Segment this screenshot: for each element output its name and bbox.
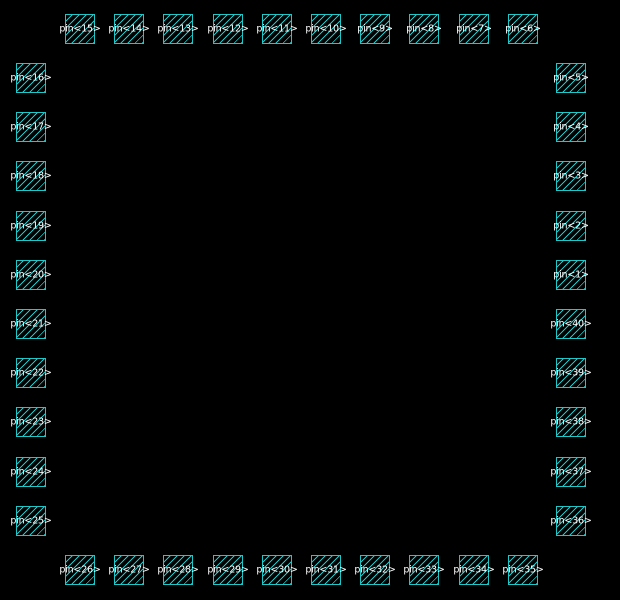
pin-pad-top-8[interactable]: pin<7> <box>456 14 492 44</box>
pin-pad-right-7[interactable]: pin<38> <box>550 407 592 437</box>
pin-pad-left-7[interactable]: pin<23> <box>10 407 52 437</box>
pin-label: pin<36> <box>550 515 592 527</box>
pin-pad-left-5[interactable]: pin<21> <box>10 309 52 339</box>
pin-label: pin<18> <box>10 170 52 182</box>
pin-pad-top-0[interactable]: pin<15> <box>59 14 101 44</box>
pin-pad-right-6[interactable]: pin<39> <box>550 358 592 388</box>
pin-pad-right-4[interactable]: pin<1> <box>553 260 589 290</box>
pin-pad-top-3[interactable]: pin<12> <box>207 14 249 44</box>
pin-label: pin<37> <box>550 466 592 478</box>
pin-pad-bottom-7[interactable]: pin<33> <box>403 555 445 585</box>
pin-label: pin<13> <box>157 23 199 35</box>
pin-pad-bottom-2[interactable]: pin<28> <box>157 555 199 585</box>
pin-label: pin<15> <box>59 23 101 35</box>
pin-label: pin<38> <box>550 416 592 428</box>
pin-label: pin<20> <box>10 269 52 281</box>
pin-label: pin<10> <box>305 23 347 35</box>
pin-label: pin<11> <box>256 23 298 35</box>
pin-label: pin<6> <box>505 23 541 35</box>
pin-label: pin<21> <box>10 318 52 330</box>
pin-pad-left-2[interactable]: pin<18> <box>10 161 52 191</box>
pin-label: pin<14> <box>108 23 150 35</box>
pin-pad-top-1[interactable]: pin<14> <box>108 14 150 44</box>
pin-label: pin<39> <box>550 367 592 379</box>
pin-pad-right-1[interactable]: pin<4> <box>553 112 589 142</box>
pin-label: pin<7> <box>456 23 492 35</box>
pin-label: pin<8> <box>406 23 442 35</box>
pin-pad-right-9[interactable]: pin<36> <box>550 506 592 536</box>
pin-label: pin<29> <box>207 564 249 576</box>
pin-pad-top-5[interactable]: pin<10> <box>305 14 347 44</box>
pin-pad-left-4[interactable]: pin<20> <box>10 260 52 290</box>
pin-pad-left-9[interactable]: pin<25> <box>10 506 52 536</box>
pin-label: pin<26> <box>59 564 101 576</box>
pin-pad-top-7[interactable]: pin<8> <box>406 14 442 44</box>
pin-pad-bottom-4[interactable]: pin<30> <box>256 555 298 585</box>
pin-pad-bottom-6[interactable]: pin<32> <box>354 555 396 585</box>
pin-pad-bottom-8[interactable]: pin<34> <box>453 555 495 585</box>
pin-pad-bottom-5[interactable]: pin<31> <box>305 555 347 585</box>
pin-label: pin<34> <box>453 564 495 576</box>
pin-label: pin<28> <box>157 564 199 576</box>
pin-pad-left-6[interactable]: pin<22> <box>10 358 52 388</box>
pin-pad-left-3[interactable]: pin<19> <box>10 211 52 241</box>
pin-pad-bottom-1[interactable]: pin<27> <box>108 555 150 585</box>
pin-label: pin<27> <box>108 564 150 576</box>
pin-label: pin<32> <box>354 564 396 576</box>
pin-label: pin<25> <box>10 515 52 527</box>
pin-label: pin<24> <box>10 466 52 478</box>
pin-pad-right-8[interactable]: pin<37> <box>550 457 592 487</box>
pin-label: pin<33> <box>403 564 445 576</box>
pin-label: pin<40> <box>550 318 592 330</box>
pin-label: pin<31> <box>305 564 347 576</box>
pin-label: pin<19> <box>10 220 52 232</box>
pin-label: pin<1> <box>553 269 589 281</box>
pin-pad-top-9[interactable]: pin<6> <box>505 14 541 44</box>
pin-pad-top-2[interactable]: pin<13> <box>157 14 199 44</box>
pin-label: pin<3> <box>553 170 589 182</box>
pin-pad-left-0[interactable]: pin<16> <box>10 63 52 93</box>
pin-label: pin<4> <box>553 121 589 133</box>
pin-pad-left-8[interactable]: pin<24> <box>10 457 52 487</box>
pin-label: pin<35> <box>502 564 544 576</box>
pin-label: pin<5> <box>553 72 589 84</box>
pin-pad-bottom-9[interactable]: pin<35> <box>502 555 544 585</box>
pin-label: pin<9> <box>357 23 393 35</box>
pin-label: pin<2> <box>553 220 589 232</box>
pin-pad-bottom-0[interactable]: pin<26> <box>59 555 101 585</box>
pin-label: pin<17> <box>10 121 52 133</box>
pin-pad-top-6[interactable]: pin<9> <box>357 14 393 44</box>
pin-pad-right-3[interactable]: pin<2> <box>553 211 589 241</box>
pin-pad-right-5[interactable]: pin<40> <box>550 309 592 339</box>
pin-label: pin<22> <box>10 367 52 379</box>
pin-pad-right-0[interactable]: pin<5> <box>553 63 589 93</box>
pin-label: pin<12> <box>207 23 249 35</box>
pin-pad-right-2[interactable]: pin<3> <box>553 161 589 191</box>
pin-pad-top-4[interactable]: pin<11> <box>256 14 298 44</box>
pin-label: pin<16> <box>10 72 52 84</box>
pin-label: pin<30> <box>256 564 298 576</box>
pin-label: pin<23> <box>10 416 52 428</box>
pin-pad-left-1[interactable]: pin<17> <box>10 112 52 142</box>
pin-pad-bottom-3[interactable]: pin<29> <box>207 555 249 585</box>
